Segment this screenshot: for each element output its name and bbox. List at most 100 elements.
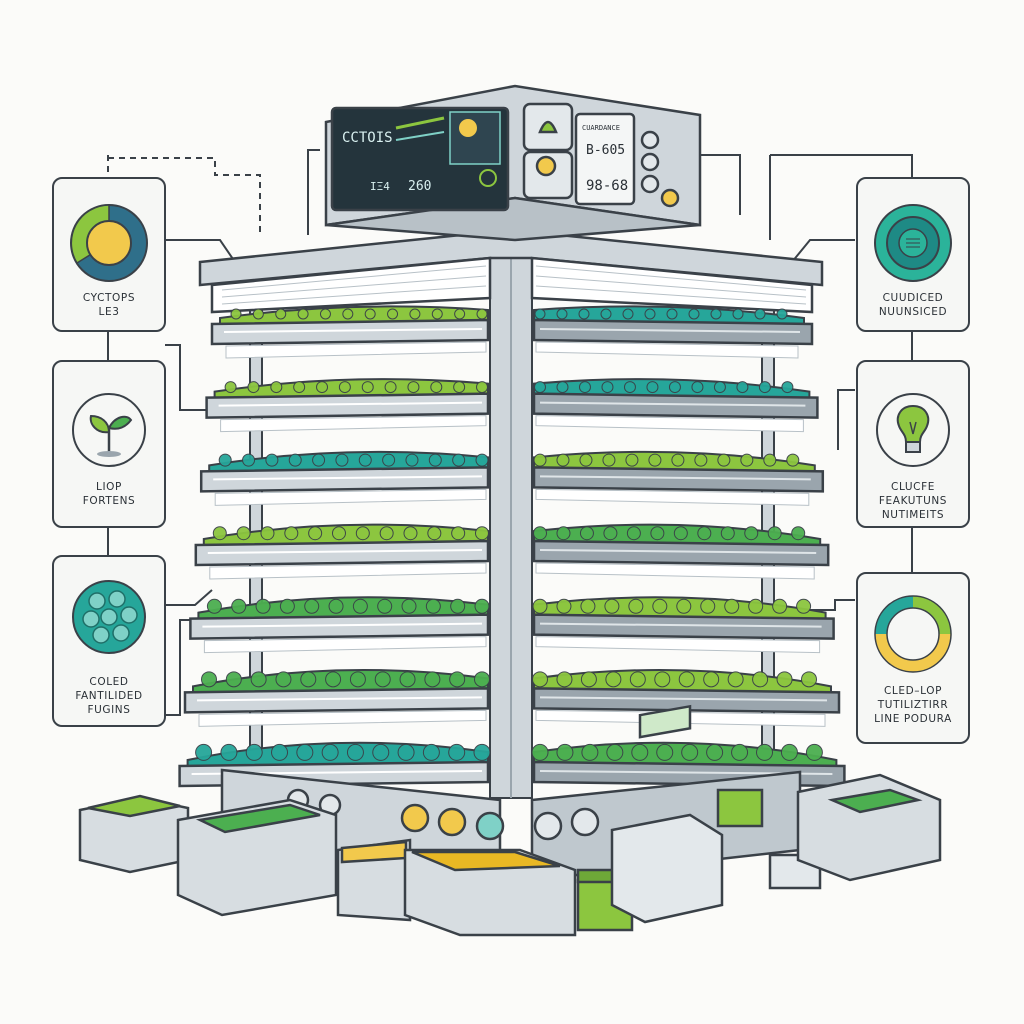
- plant-leaf: [626, 526, 641, 541]
- plant-leaf: [720, 526, 735, 541]
- plant-leaf: [352, 598, 368, 614]
- grow-tier: [189, 596, 835, 654]
- plant-leaf: [805, 743, 823, 761]
- plant-leaf: [224, 381, 237, 394]
- plant-leaf: [201, 671, 217, 688]
- plant-leaf: [387, 308, 399, 320]
- grow-tray: [532, 613, 835, 640]
- plant-leaf: [448, 743, 466, 761]
- plant-leaf: [403, 526, 418, 541]
- grow-tier: [205, 378, 819, 433]
- plant-leaf: [374, 671, 391, 688]
- grow-tray: [189, 613, 490, 640]
- plant-leaf: [533, 526, 547, 541]
- plant-leaf: [452, 453, 466, 467]
- plant-leaf: [629, 671, 646, 688]
- base-machinery: [78, 704, 942, 937]
- plant-leaf: [475, 453, 489, 467]
- card-right-2-label: CLUCFE FEAKUTUNS NUTIMEITS: [878, 481, 948, 521]
- screen-title: CCTOIS: [342, 130, 393, 146]
- grow-tray: [194, 539, 490, 567]
- plant-leaf: [744, 526, 759, 541]
- side-display-value-1: B-605: [586, 143, 625, 158]
- screen-reading-2: ΙΞ4: [370, 180, 390, 193]
- card-right-1-label: CUUDICED NUUNSICED: [878, 292, 948, 318]
- tray-highlight: [539, 401, 806, 407]
- plant-leaf: [212, 526, 227, 541]
- plant-leaf: [622, 308, 634, 320]
- plant-leaf: [247, 381, 260, 394]
- plant-leaf: [424, 671, 441, 688]
- plant-leaf: [556, 308, 568, 320]
- plant-leaf: [801, 671, 817, 688]
- plant-leaf: [195, 743, 213, 761]
- plant-leaf: [338, 381, 351, 394]
- plant-leaf: [346, 743, 364, 761]
- card-right-1: CUUDICED NUUNSICED: [856, 177, 970, 332]
- plant-leaf: [531, 743, 549, 761]
- plant-leaf: [275, 671, 292, 688]
- plant-leaf: [534, 381, 546, 394]
- plant-leaf: [731, 743, 749, 761]
- grow-light: [214, 488, 487, 506]
- plant-leaf: [786, 453, 800, 467]
- plant-leaf: [297, 308, 309, 320]
- plant-leaf: [671, 453, 685, 467]
- plant-leaf: [776, 308, 788, 320]
- plant-leaf: [304, 598, 320, 614]
- grow-tier: [199, 450, 825, 506]
- plant-leaf: [736, 381, 749, 394]
- plant-leaf: [475, 526, 489, 541]
- tray-highlight: [539, 696, 828, 702]
- plant-leaf: [206, 598, 222, 614]
- card-right-3: CLED–LOP TUTILIZTIRR LINE PODURA: [856, 572, 970, 744]
- plant-leaf: [308, 526, 323, 541]
- plant-leaf: [384, 381, 397, 394]
- plant-leaf: [453, 381, 466, 394]
- grow-light: [203, 636, 487, 654]
- plant-leaf: [427, 526, 442, 541]
- plant-leaf: [781, 381, 794, 394]
- plant-leaf: [405, 453, 419, 467]
- plant-leaf: [382, 453, 396, 467]
- plant-leaf: [325, 671, 342, 688]
- plant-leaf: [646, 381, 659, 394]
- grow-tray: [210, 318, 490, 346]
- plant-leaf: [600, 308, 612, 320]
- grow-tray: [532, 687, 841, 714]
- plant-leaf: [284, 526, 299, 541]
- plant-leaf: [791, 526, 806, 541]
- plant-leaf: [397, 743, 415, 761]
- grow-light: [535, 415, 804, 433]
- grow-tier: [183, 669, 841, 727]
- plant-leaf: [676, 598, 692, 614]
- plant-leaf: [364, 308, 376, 320]
- plant-leaf: [288, 453, 302, 467]
- plant-leaf: [296, 743, 314, 761]
- plant-leaf: [767, 526, 782, 541]
- grow-tray: [532, 539, 830, 567]
- plant-leaf: [556, 453, 570, 467]
- plant-leaf: [556, 526, 571, 541]
- plant-leaf: [713, 381, 726, 394]
- plant-leaf: [650, 526, 665, 541]
- plant-leaf: [601, 381, 614, 394]
- tray-highlight: [539, 549, 817, 554]
- tray-highlight: [539, 622, 822, 628]
- plant-leaf: [250, 671, 267, 688]
- plant-leaf: [225, 671, 242, 688]
- plant-leaf: [579, 526, 594, 541]
- plant-leaf: [425, 598, 441, 614]
- plant-leaf: [796, 598, 812, 614]
- grow-tray: [205, 392, 490, 419]
- plant-leaf: [430, 381, 443, 394]
- plant-leaf: [271, 743, 289, 761]
- plant-leaf: [732, 308, 744, 320]
- grow-tray: [183, 687, 490, 714]
- plant-leaf: [312, 453, 326, 467]
- plant-leaf: [328, 598, 344, 614]
- plant-leaf: [230, 308, 242, 320]
- plant-leaf: [605, 671, 622, 688]
- plant-leaf: [578, 381, 591, 394]
